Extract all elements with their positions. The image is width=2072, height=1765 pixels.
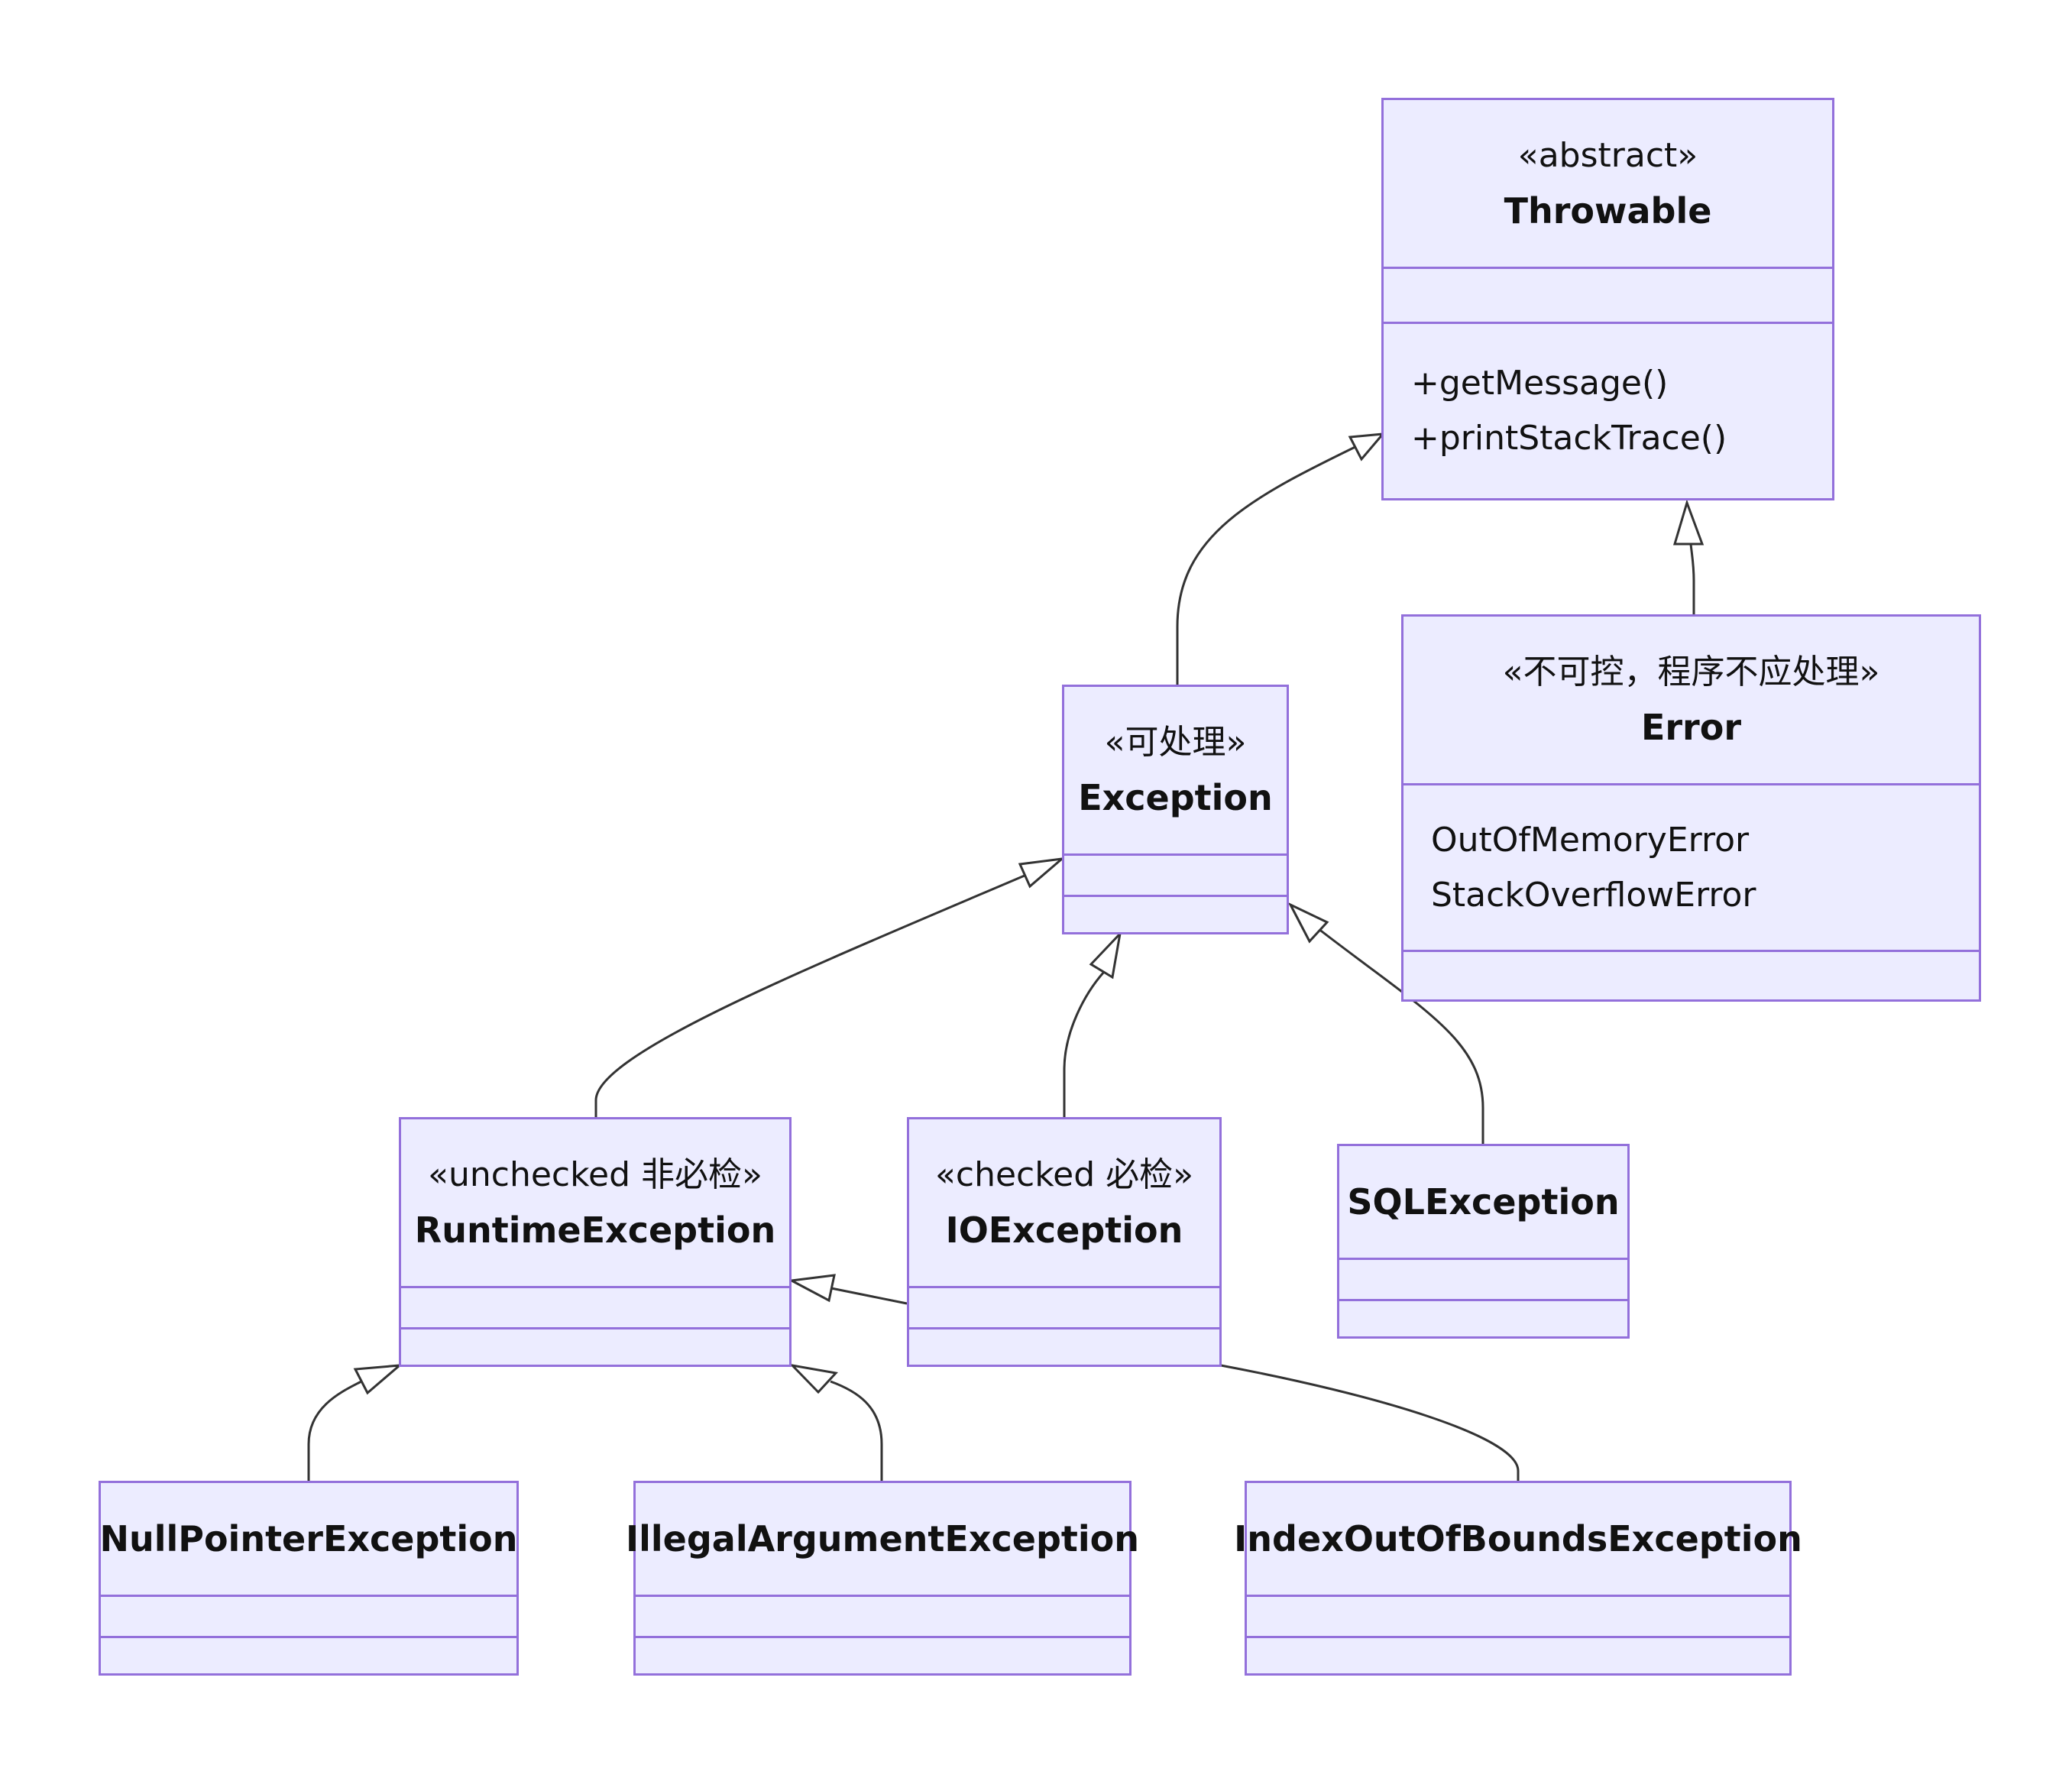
- class-name: IllegalArgumentException: [626, 1518, 1140, 1559]
- stereotype-label: «可处理»: [1104, 723, 1247, 762]
- method-item: +getMessage(): [1411, 364, 1669, 403]
- class-runtime-exception[interactable]: «unchecked 非必检» RuntimeException: [399, 1117, 792, 1367]
- methods-section: [1064, 895, 1287, 932]
- class-header: IndexOutOfBoundsException: [1234, 1483, 1802, 1595]
- methods-section: [636, 1636, 1129, 1673]
- class-header: NullPointerException: [99, 1483, 518, 1595]
- class-name: Error: [1640, 707, 1742, 748]
- class-header: IllegalArgumentException: [626, 1483, 1139, 1595]
- method-item: +printStackTrace(): [1411, 419, 1727, 458]
- class-null-pointer-exception[interactable]: NullPointerException: [99, 1481, 519, 1676]
- edge-head-runtime-io: [788, 1274, 836, 1303]
- class-header: «可处理» Exception: [1064, 687, 1287, 853]
- methods-section: [101, 1636, 516, 1673]
- edge-head-runtime-npe: [353, 1364, 403, 1395]
- edge-head-throwable-error: [1672, 499, 1705, 546]
- class-header: SQLException: [1339, 1146, 1627, 1258]
- class-header: «checked 必检» IOException: [909, 1119, 1219, 1286]
- edge-sql-exception: [1314, 925, 1484, 1144]
- edge-iae-runtime: [830, 1380, 883, 1481]
- class-name: IndexOutOfBoundsException: [1234, 1518, 1802, 1559]
- class-io-exception[interactable]: «checked 必检» IOException: [907, 1117, 1222, 1367]
- class-name: IOException: [945, 1210, 1183, 1251]
- edge-runtime-exception: [594, 872, 1031, 1117]
- edge-npe-runtime: [307, 1380, 362, 1481]
- class-name: Exception: [1078, 777, 1273, 818]
- methods-section: +getMessage() +printStackTrace(): [1384, 322, 1832, 498]
- class-name: SQLException: [1347, 1181, 1620, 1223]
- class-illegal-argument-exception[interactable]: IllegalArgumentException: [626, 1481, 1139, 1676]
- attributes-section: [1247, 1595, 1789, 1636]
- edge-head-throwable: [1348, 432, 1386, 461]
- methods-section: [401, 1327, 789, 1365]
- stereotype-label: «checked 必检»: [934, 1155, 1194, 1194]
- class-throwable[interactable]: «abstract» Throwable +getMessage() +prin…: [1381, 98, 1834, 500]
- edge-ioobe-io: [1220, 1364, 1520, 1481]
- attributes-section: [909, 1286, 1219, 1327]
- edge-head-exception-io: [1089, 930, 1122, 980]
- stereotype-label: «abstract»: [1517, 136, 1698, 175]
- attributes-section: [636, 1595, 1129, 1636]
- attributes-section: [101, 1595, 516, 1636]
- methods-section: [1403, 950, 1979, 999]
- class-error[interactable]: «不可控，程序不应处理» Error OutOfMemoryError Stac…: [1401, 614, 1981, 1002]
- edge-io-exception: [1063, 971, 1106, 1117]
- member-item: StackOverflowError: [1431, 875, 1756, 915]
- attributes-section: OutOfMemoryError StackOverflowError: [1403, 783, 1979, 950]
- class-name: RuntimeException: [414, 1210, 776, 1251]
- stereotype-label: «不可控，程序不应处理»: [1502, 653, 1880, 691]
- methods-section: [1339, 1299, 1627, 1336]
- edge-exception-throwable: [1176, 442, 1362, 685]
- class-sql-exception[interactable]: SQLException: [1337, 1144, 1630, 1339]
- class-index-out-of-bounds-exception[interactable]: IndexOutOfBoundsException: [1234, 1481, 1802, 1676]
- class-header: «abstract» Throwable: [1384, 100, 1832, 267]
- edge-head-runtime-iae: [788, 1363, 838, 1394]
- class-name: NullPointerException: [99, 1518, 518, 1559]
- attributes-section: [401, 1286, 789, 1327]
- member-item: OutOfMemoryError: [1431, 820, 1750, 860]
- edge-io-runtime: [830, 1287, 908, 1305]
- class-exception[interactable]: «可处理» Exception: [1062, 685, 1289, 934]
- methods-section: [1247, 1636, 1789, 1673]
- class-header: «unchecked 非必检» RuntimeException: [401, 1119, 789, 1286]
- edge-head-exception-sql: [1287, 902, 1329, 944]
- attributes-section: [1339, 1258, 1627, 1299]
- attributes-section: [1064, 853, 1287, 895]
- edge-error-throwable: [1689, 543, 1695, 614]
- edge-head-exception-runtime: [1018, 857, 1066, 889]
- class-name: Throwable: [1504, 190, 1712, 232]
- stereotype-label: «unchecked 非必检»: [428, 1155, 762, 1194]
- attributes-section: [1384, 267, 1832, 322]
- class-header: «不可控，程序不应处理» Error: [1403, 617, 1979, 783]
- methods-section: [909, 1327, 1219, 1365]
